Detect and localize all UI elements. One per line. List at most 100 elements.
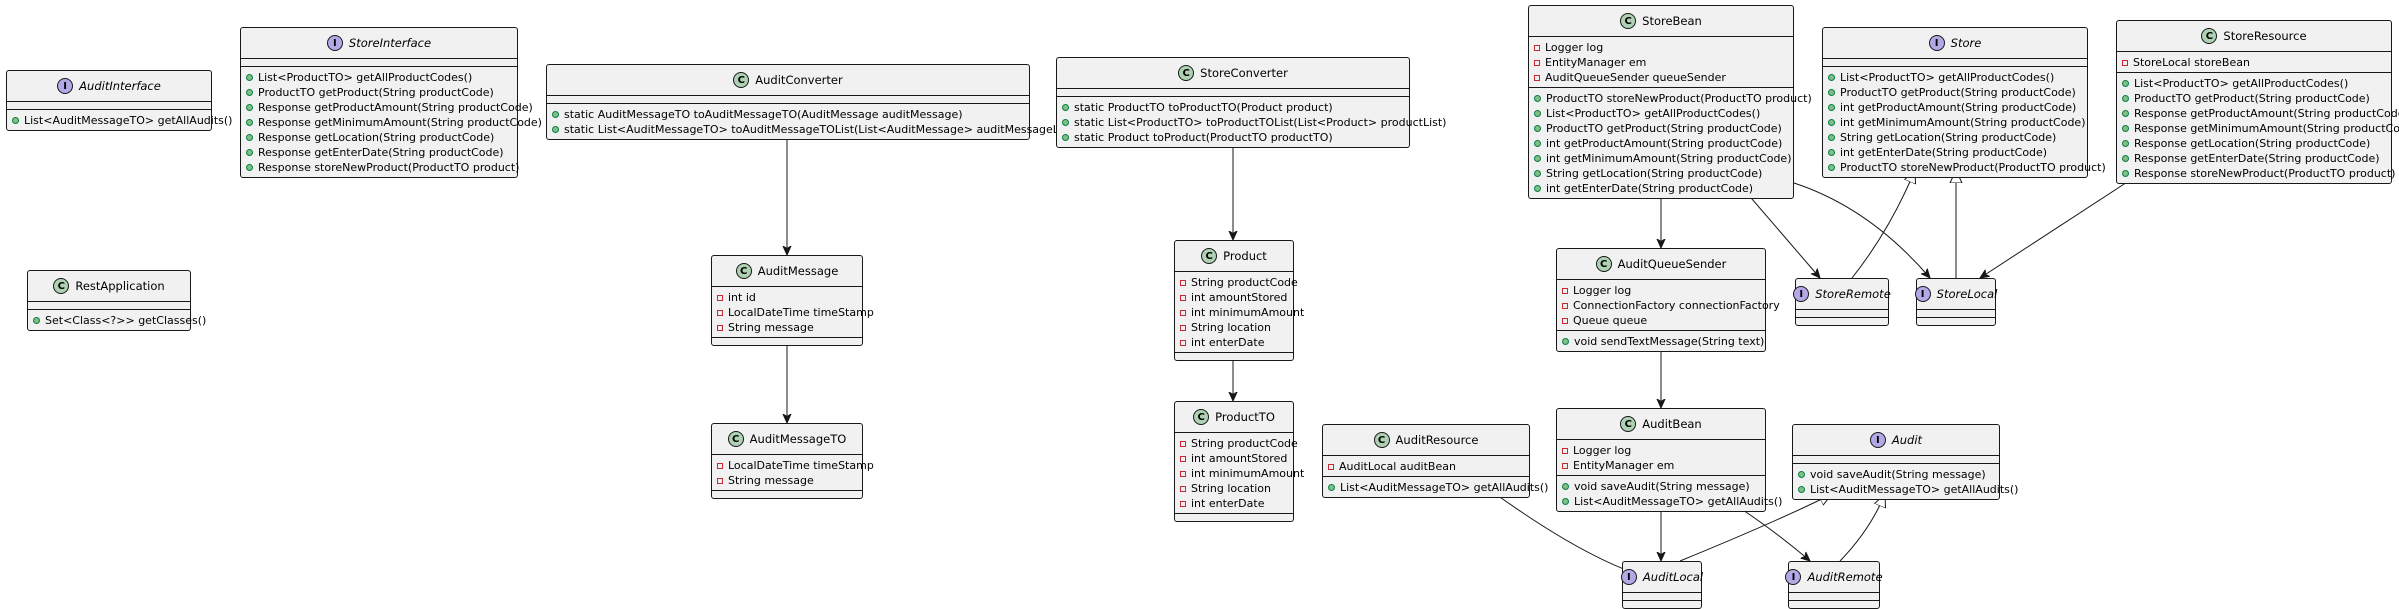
methods-section xyxy=(712,337,862,345)
public-visibility-icon xyxy=(1828,134,1835,141)
method-text: List<AuditMessageTO> getAllAudits() xyxy=(1810,483,2019,496)
field-row: EntityManager em xyxy=(1534,55,1788,70)
method-row: int getEnterDate(String productCode) xyxy=(1828,145,2082,160)
method-text: List<ProductTO> getAllProductCodes() xyxy=(1546,107,1761,120)
public-visibility-icon xyxy=(2122,170,2129,177)
field-text: int id xyxy=(728,291,756,304)
private-visibility-icon xyxy=(1180,470,1186,477)
method-text: int getEnterDate(String productCode) xyxy=(1840,146,2048,159)
method-text: ProductTO getProduct(String productCode) xyxy=(2134,92,2370,105)
methods-section: List<ProductTO> getAllProductCodes()Prod… xyxy=(1823,66,2106,177)
method-row: static List<AuditMessageTO> toAuditMessa… xyxy=(552,122,1076,137)
fields-section xyxy=(1623,592,1701,600)
method-row: ProductTO getProduct(String productCode) xyxy=(2122,91,2386,106)
class-name: AuditRemote xyxy=(1807,570,1883,584)
fields-section xyxy=(547,95,1029,103)
interface-icon: I xyxy=(1793,286,1810,302)
private-visibility-icon xyxy=(1562,317,1568,324)
method-row: List<AuditMessageTO> getAllAudits() xyxy=(1328,480,1548,495)
class-icon: C xyxy=(735,263,752,279)
public-visibility-icon xyxy=(1798,486,1805,493)
class-name: StoreLocal xyxy=(1936,287,1998,301)
interface-icon: I xyxy=(1914,286,1931,302)
private-visibility-icon xyxy=(717,477,723,484)
public-visibility-icon xyxy=(2122,110,2129,117)
association-storebean-to-storeremote xyxy=(1745,191,1820,278)
field-row: String location xyxy=(1180,481,1288,496)
field-text: String message xyxy=(728,321,814,334)
interface-icon: I xyxy=(57,78,74,94)
methods-section xyxy=(1796,317,1888,325)
public-visibility-icon xyxy=(246,149,253,156)
methods-section: void saveAudit(String message) List<Audit… xyxy=(1793,463,2018,499)
method-text: ProductTO getProduct(String productCode) xyxy=(1546,122,1782,135)
fields-section xyxy=(1789,592,1879,600)
class-name: AuditConverter xyxy=(755,73,843,87)
private-visibility-icon xyxy=(717,462,723,469)
methods-section: List<AuditMessageTO> getAllAudits() xyxy=(1323,476,1548,497)
field-text: AuditLocal auditBean xyxy=(1339,460,1456,473)
methods-section: ProductTO storeNewProduct(ProductTO prod… xyxy=(1529,87,1812,198)
methods-section: Set<Class<?>> getClasses() xyxy=(28,309,206,330)
method-text: String getLocation(String productCode) xyxy=(1840,131,2057,144)
class-icon: C xyxy=(1193,409,1210,425)
method-row: static Product toProduct(ProductTO produ… xyxy=(1062,130,1404,145)
field-text: String location xyxy=(1191,321,1271,334)
methods-section xyxy=(1175,513,1293,521)
method-text: static List<AuditMessageTO> toAuditMessa… xyxy=(564,123,1077,136)
private-visibility-icon xyxy=(1180,309,1186,316)
methods-section: List<AuditMessageTO> getAllAudits() xyxy=(7,109,232,130)
class-icon: C xyxy=(1620,13,1637,29)
method-row: String getLocation(String productCode) xyxy=(1534,166,1788,181)
class-icon: C xyxy=(727,431,744,447)
class-storelocal[interactable]: I StoreLocal xyxy=(1914,278,1998,326)
public-visibility-icon xyxy=(1828,119,1835,126)
method-text: void sendTextMessage(String text) xyxy=(1574,335,1765,348)
interface-icon: I xyxy=(1620,569,1637,585)
interface-icon: I xyxy=(326,35,343,51)
method-text: Response storeNewProduct(ProductTO produ… xyxy=(258,161,520,174)
private-visibility-icon xyxy=(717,309,723,316)
fields-section xyxy=(1823,58,2087,66)
field-text: int minimumAmount xyxy=(1191,306,1305,319)
method-text: void saveAudit(String message) xyxy=(1810,468,1986,481)
private-visibility-icon xyxy=(1180,339,1186,346)
method-row: ProductTO getProduct(String productCode) xyxy=(1534,121,1788,136)
class-name: AuditQueueSender xyxy=(1617,257,1727,271)
method-text: ProductTO getProduct(String productCode) xyxy=(258,86,494,99)
field-row: int amountStored xyxy=(1180,451,1288,466)
fields-section xyxy=(1917,309,1995,317)
method-row: List<AuditMessageTO> getAllAudits() xyxy=(1562,494,1782,509)
method-row: Response storeNewProduct(ProductTO produ… xyxy=(2122,166,2395,181)
fields-section xyxy=(1057,88,1409,96)
interface-icon: I xyxy=(1928,35,1945,51)
public-visibility-icon xyxy=(12,117,19,124)
field-row: Logger log xyxy=(1562,283,1760,298)
private-visibility-icon xyxy=(1180,440,1186,447)
method-text: Response getLocation(String productCode) xyxy=(258,131,495,144)
method-text: String getLocation(String productCode) xyxy=(1546,167,1763,180)
private-visibility-icon xyxy=(1534,74,1540,81)
